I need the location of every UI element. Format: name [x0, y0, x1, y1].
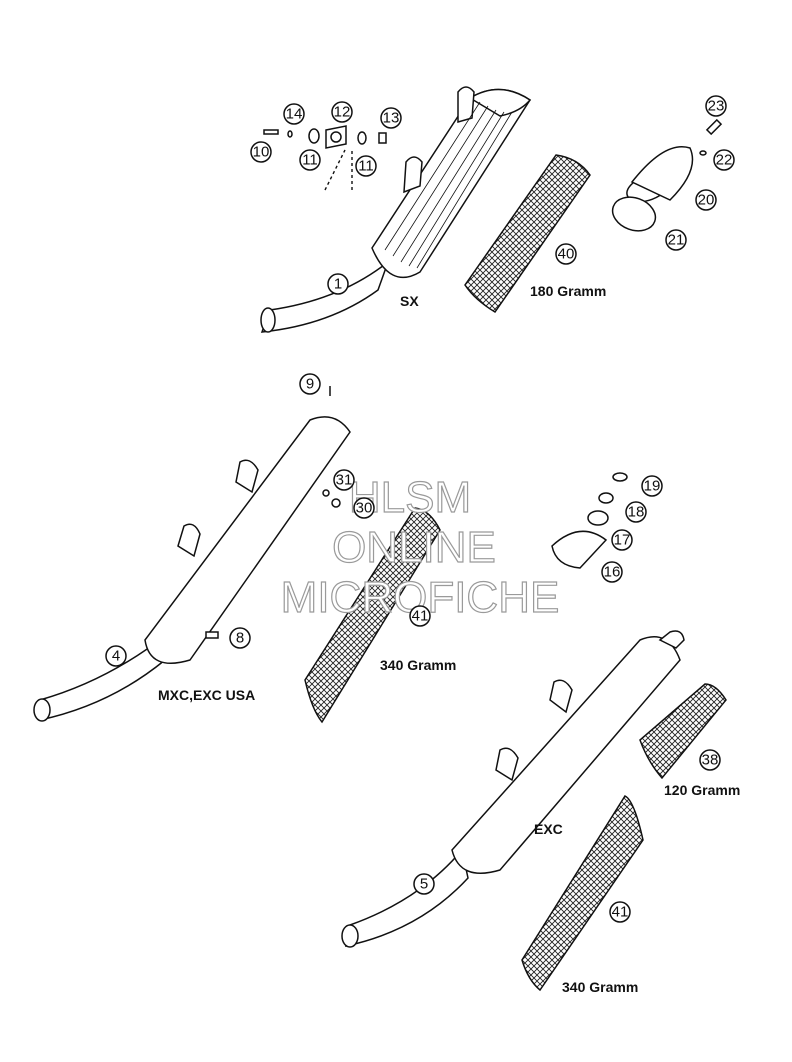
packing-sx — [464, 154, 591, 314]
callout-9-text: 9 — [306, 376, 314, 393]
callout-8: 8 — [229, 627, 251, 649]
callout-11b: 11 — [355, 155, 377, 177]
callout-16-text: 16 — [604, 564, 621, 581]
label-exc: EXC — [534, 821, 563, 837]
callout-22-text: 22 — [716, 152, 733, 169]
callout-11a-text: 11 — [302, 152, 318, 169]
callout-40: 40 — [555, 243, 577, 265]
callout-9: 9 — [299, 373, 321, 395]
watermark: HLSM ONLINE MICROFICHE — [280, 472, 560, 622]
callout-14: 14 — [283, 103, 305, 125]
callout-22: 22 — [713, 149, 735, 171]
callout-1-text: 1 — [334, 276, 342, 293]
callout-38: 38 — [699, 749, 721, 771]
callout-12-text: 12 — [334, 104, 351, 121]
callout-18-text: 18 — [628, 504, 645, 521]
callout-20: 20 — [695, 189, 717, 211]
callout-4-text: 4 — [112, 648, 120, 665]
sx-endcap — [611, 118, 723, 232]
callout-13: 13 — [380, 107, 402, 129]
silencer-mxc-exc-usa — [33, 386, 351, 722]
callout-18: 18 — [625, 501, 647, 523]
callout-21: 21 — [665, 229, 687, 251]
callout-5-text: 5 — [420, 876, 428, 893]
callout-23-text: 23 — [708, 98, 725, 115]
label-340-gramm-b: 340 Gramm — [562, 979, 638, 995]
callout-40-text: 40 — [558, 246, 575, 263]
callout-38-text: 38 — [702, 752, 719, 769]
callout-10: 10 — [250, 141, 272, 163]
mxc-endcap — [551, 472, 628, 569]
callout-10-text: 10 — [253, 144, 270, 161]
callout-11a: 11 — [299, 149, 321, 171]
callout-11b-text: 11 — [358, 158, 374, 175]
packing-exc-120 — [639, 683, 727, 780]
callout-1: 1 — [327, 273, 349, 295]
callout-21-text: 21 — [668, 232, 685, 249]
watermark-line-2: ONLINE — [332, 523, 496, 572]
packing-exc-340 — [521, 795, 644, 992]
sx-hardware — [263, 125, 387, 191]
callout-17: 17 — [611, 529, 633, 551]
callout-20-text: 20 — [698, 192, 715, 209]
callout-19: 19 — [641, 475, 663, 497]
callout-41a-text: 41 — [412, 608, 429, 625]
callout-31-text: 31 — [336, 472, 353, 489]
label-sx: SX — [400, 293, 419, 309]
silencer-sx — [260, 86, 532, 333]
callout-30: 30 — [353, 497, 375, 519]
packing-mxc-exc-usa — [304, 507, 441, 724]
callout-30-text: 30 — [356, 500, 373, 517]
callout-19-text: 19 — [644, 478, 661, 495]
callout-4: 4 — [105, 645, 127, 667]
callout-23: 23 — [705, 95, 727, 117]
callout-5: 5 — [413, 873, 435, 895]
callout-16: 16 — [601, 561, 623, 583]
callout-41a: 41 — [409, 605, 431, 627]
callout-31: 31 — [333, 469, 355, 491]
callout-17-text: 17 — [614, 532, 631, 549]
callout-13-text: 13 — [383, 110, 400, 127]
label-mxc-exc-usa: MXC,EXC USA — [158, 687, 255, 703]
label-340-gramm-a: 340 Gramm — [380, 657, 456, 673]
watermark-line-1: HLSM — [349, 473, 471, 522]
callout-8-text: 8 — [236, 630, 244, 647]
callout-41b-text: 41 — [612, 904, 629, 921]
label-120-gramm: 120 Gramm — [664, 782, 740, 798]
callout-12: 12 — [331, 101, 353, 123]
callout-41b: 41 — [609, 901, 631, 923]
silencer-exc — [341, 630, 685, 948]
callout-14-text: 14 — [286, 106, 303, 123]
label-180-gramm: 180 Gramm — [530, 283, 606, 299]
